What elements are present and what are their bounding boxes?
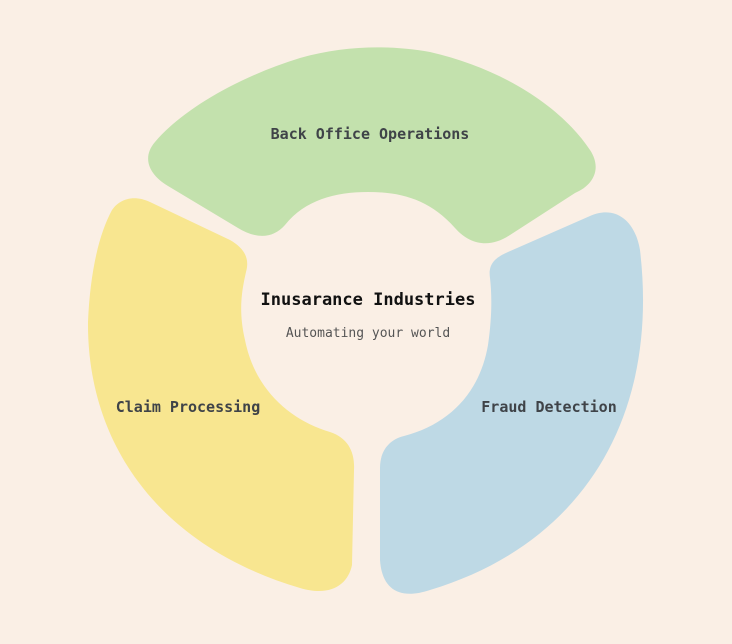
segment-fraud[interactable] bbox=[380, 212, 644, 594]
center-title: Inusarance Industries bbox=[261, 290, 476, 310]
segment-back-office[interactable] bbox=[148, 47, 596, 244]
segment-label-back-office: Back Office Operations bbox=[271, 125, 470, 143]
segment-claim[interactable] bbox=[87, 198, 355, 592]
segment-label-fraud: Fraud Detection bbox=[481, 398, 616, 416]
segment-label-claim: Claim Processing bbox=[116, 398, 261, 416]
center-subtitle: Automating your world bbox=[286, 326, 450, 341]
